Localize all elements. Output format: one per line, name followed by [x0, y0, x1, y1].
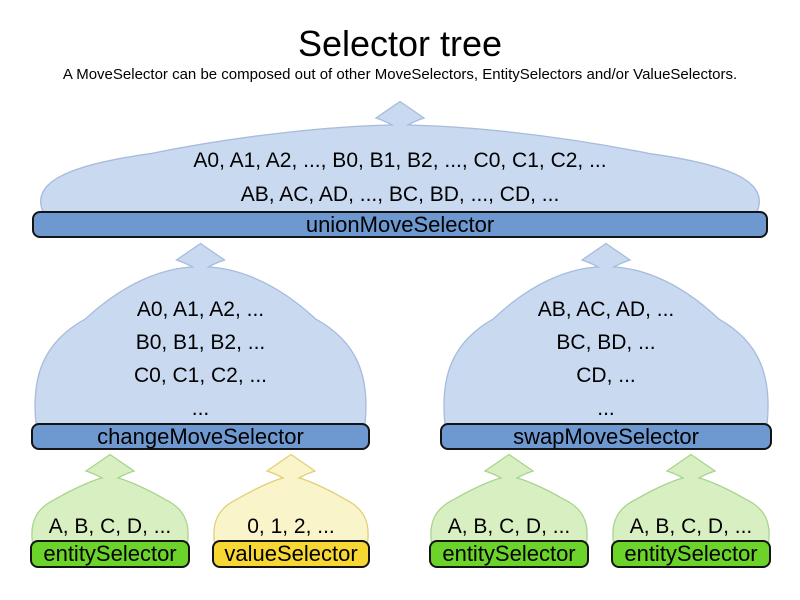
entity-selector-label: entitySelector: [30, 540, 190, 568]
change-move-selector-balloon: [34, 242, 367, 426]
value-selector-balloon: [213, 453, 369, 543]
change-move-selector-label: changeMoveSelector: [31, 423, 370, 450]
entity-selector-balloon: [31, 453, 189, 543]
entity-selector-label: entitySelector: [429, 540, 589, 568]
entity-selector-balloon: [430, 453, 588, 543]
swap-move-selector-label: swapMoveSelector: [440, 423, 772, 450]
entity-selector-balloon: [612, 453, 770, 543]
subtitle: A MoveSelector can be composed out of ot…: [62, 66, 738, 83]
union-move-selector-label: unionMoveSelector: [32, 211, 768, 238]
swap-move-selector-balloon: [443, 242, 769, 426]
union-move-selector-balloon: [39, 100, 761, 213]
page-title: Selector tree: [297, 23, 503, 64]
entity-selector-label: entitySelector: [611, 540, 771, 568]
value-selector-label: valueSelector: [212, 540, 370, 568]
